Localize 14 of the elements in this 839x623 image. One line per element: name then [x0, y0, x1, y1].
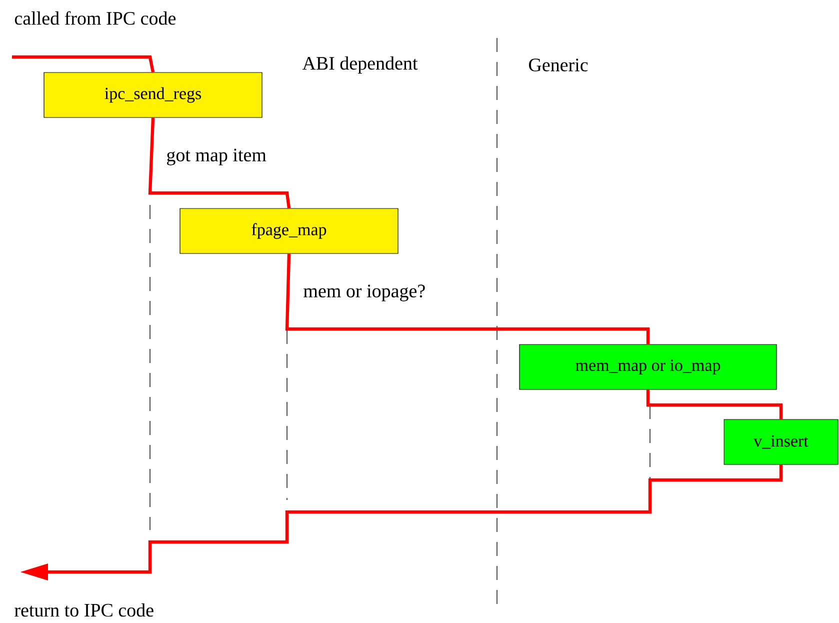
caller-note: called from IPC code: [14, 11, 176, 25]
process-box: v_insert: [724, 419, 838, 465]
region-label: Generic: [528, 58, 588, 72]
edge-label: got map item: [165, 148, 268, 166]
process-box: ipc_send_regs: [44, 72, 262, 118]
flow-line: [12, 55, 155, 73]
region-label: ABI dependent: [302, 56, 418, 74]
flow-line: [148, 118, 291, 208]
process-box: fpage_map: [180, 208, 398, 254]
process-box: mem_map or io_map: [519, 344, 777, 390]
edge-label: mem or iopage?: [302, 284, 427, 302]
flow-line: [285, 254, 650, 344]
caller-note: return to IPC code: [14, 603, 154, 617]
flow-line: [646, 390, 783, 420]
